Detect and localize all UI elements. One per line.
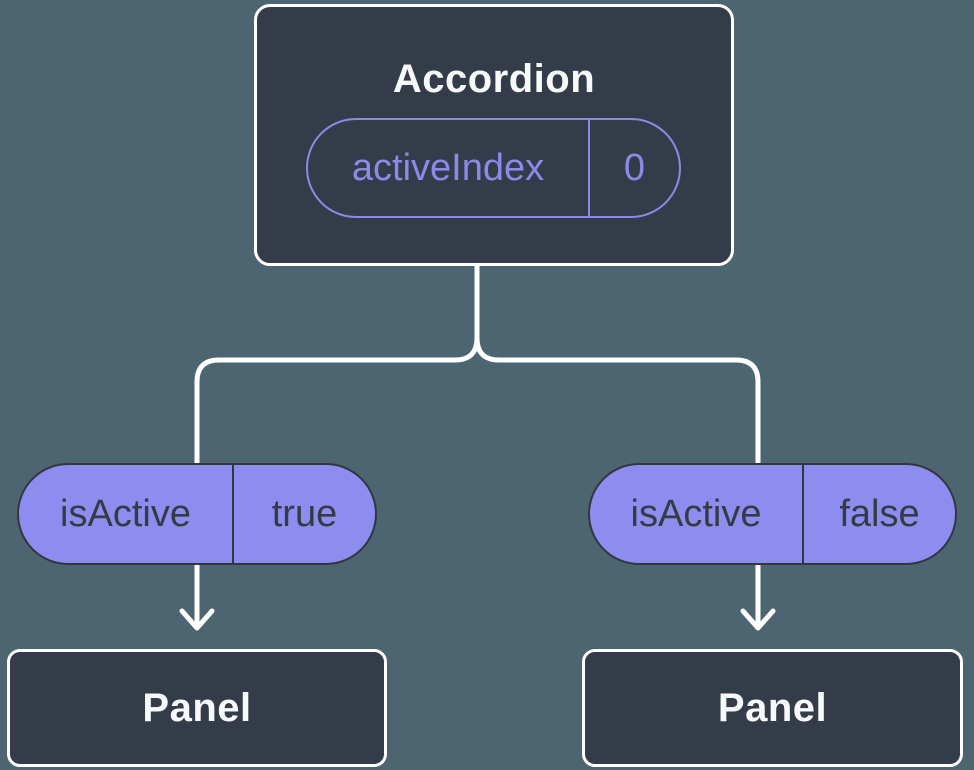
state-pill-label: activeIndex — [351, 146, 545, 189]
accordion-node: Accordion activeIndex 0 — [254, 4, 734, 266]
prop-pill-left-label: isActive — [60, 492, 191, 535]
prop-pill-left-value: true — [232, 465, 375, 563]
prop-pill-right: isActive false — [588, 463, 957, 565]
connector-root-to-left-pill — [194, 266, 480, 463]
state-pill-value: 0 — [588, 120, 679, 216]
prop-pill-right-label: isActive — [630, 492, 762, 535]
prop-pill-left: isActive true — [17, 463, 377, 565]
accordion-node-title: Accordion — [392, 57, 596, 101]
state-pill: activeIndex 0 — [306, 118, 681, 218]
panel-node-right: Panel — [582, 649, 963, 767]
panel-node-left: Panel — [7, 649, 387, 767]
connector-root-to-right-pill — [474, 266, 761, 463]
prop-pill-right-value: false — [802, 465, 955, 563]
arrow-right-head — [740, 608, 776, 631]
arrow-left-head — [179, 608, 215, 631]
